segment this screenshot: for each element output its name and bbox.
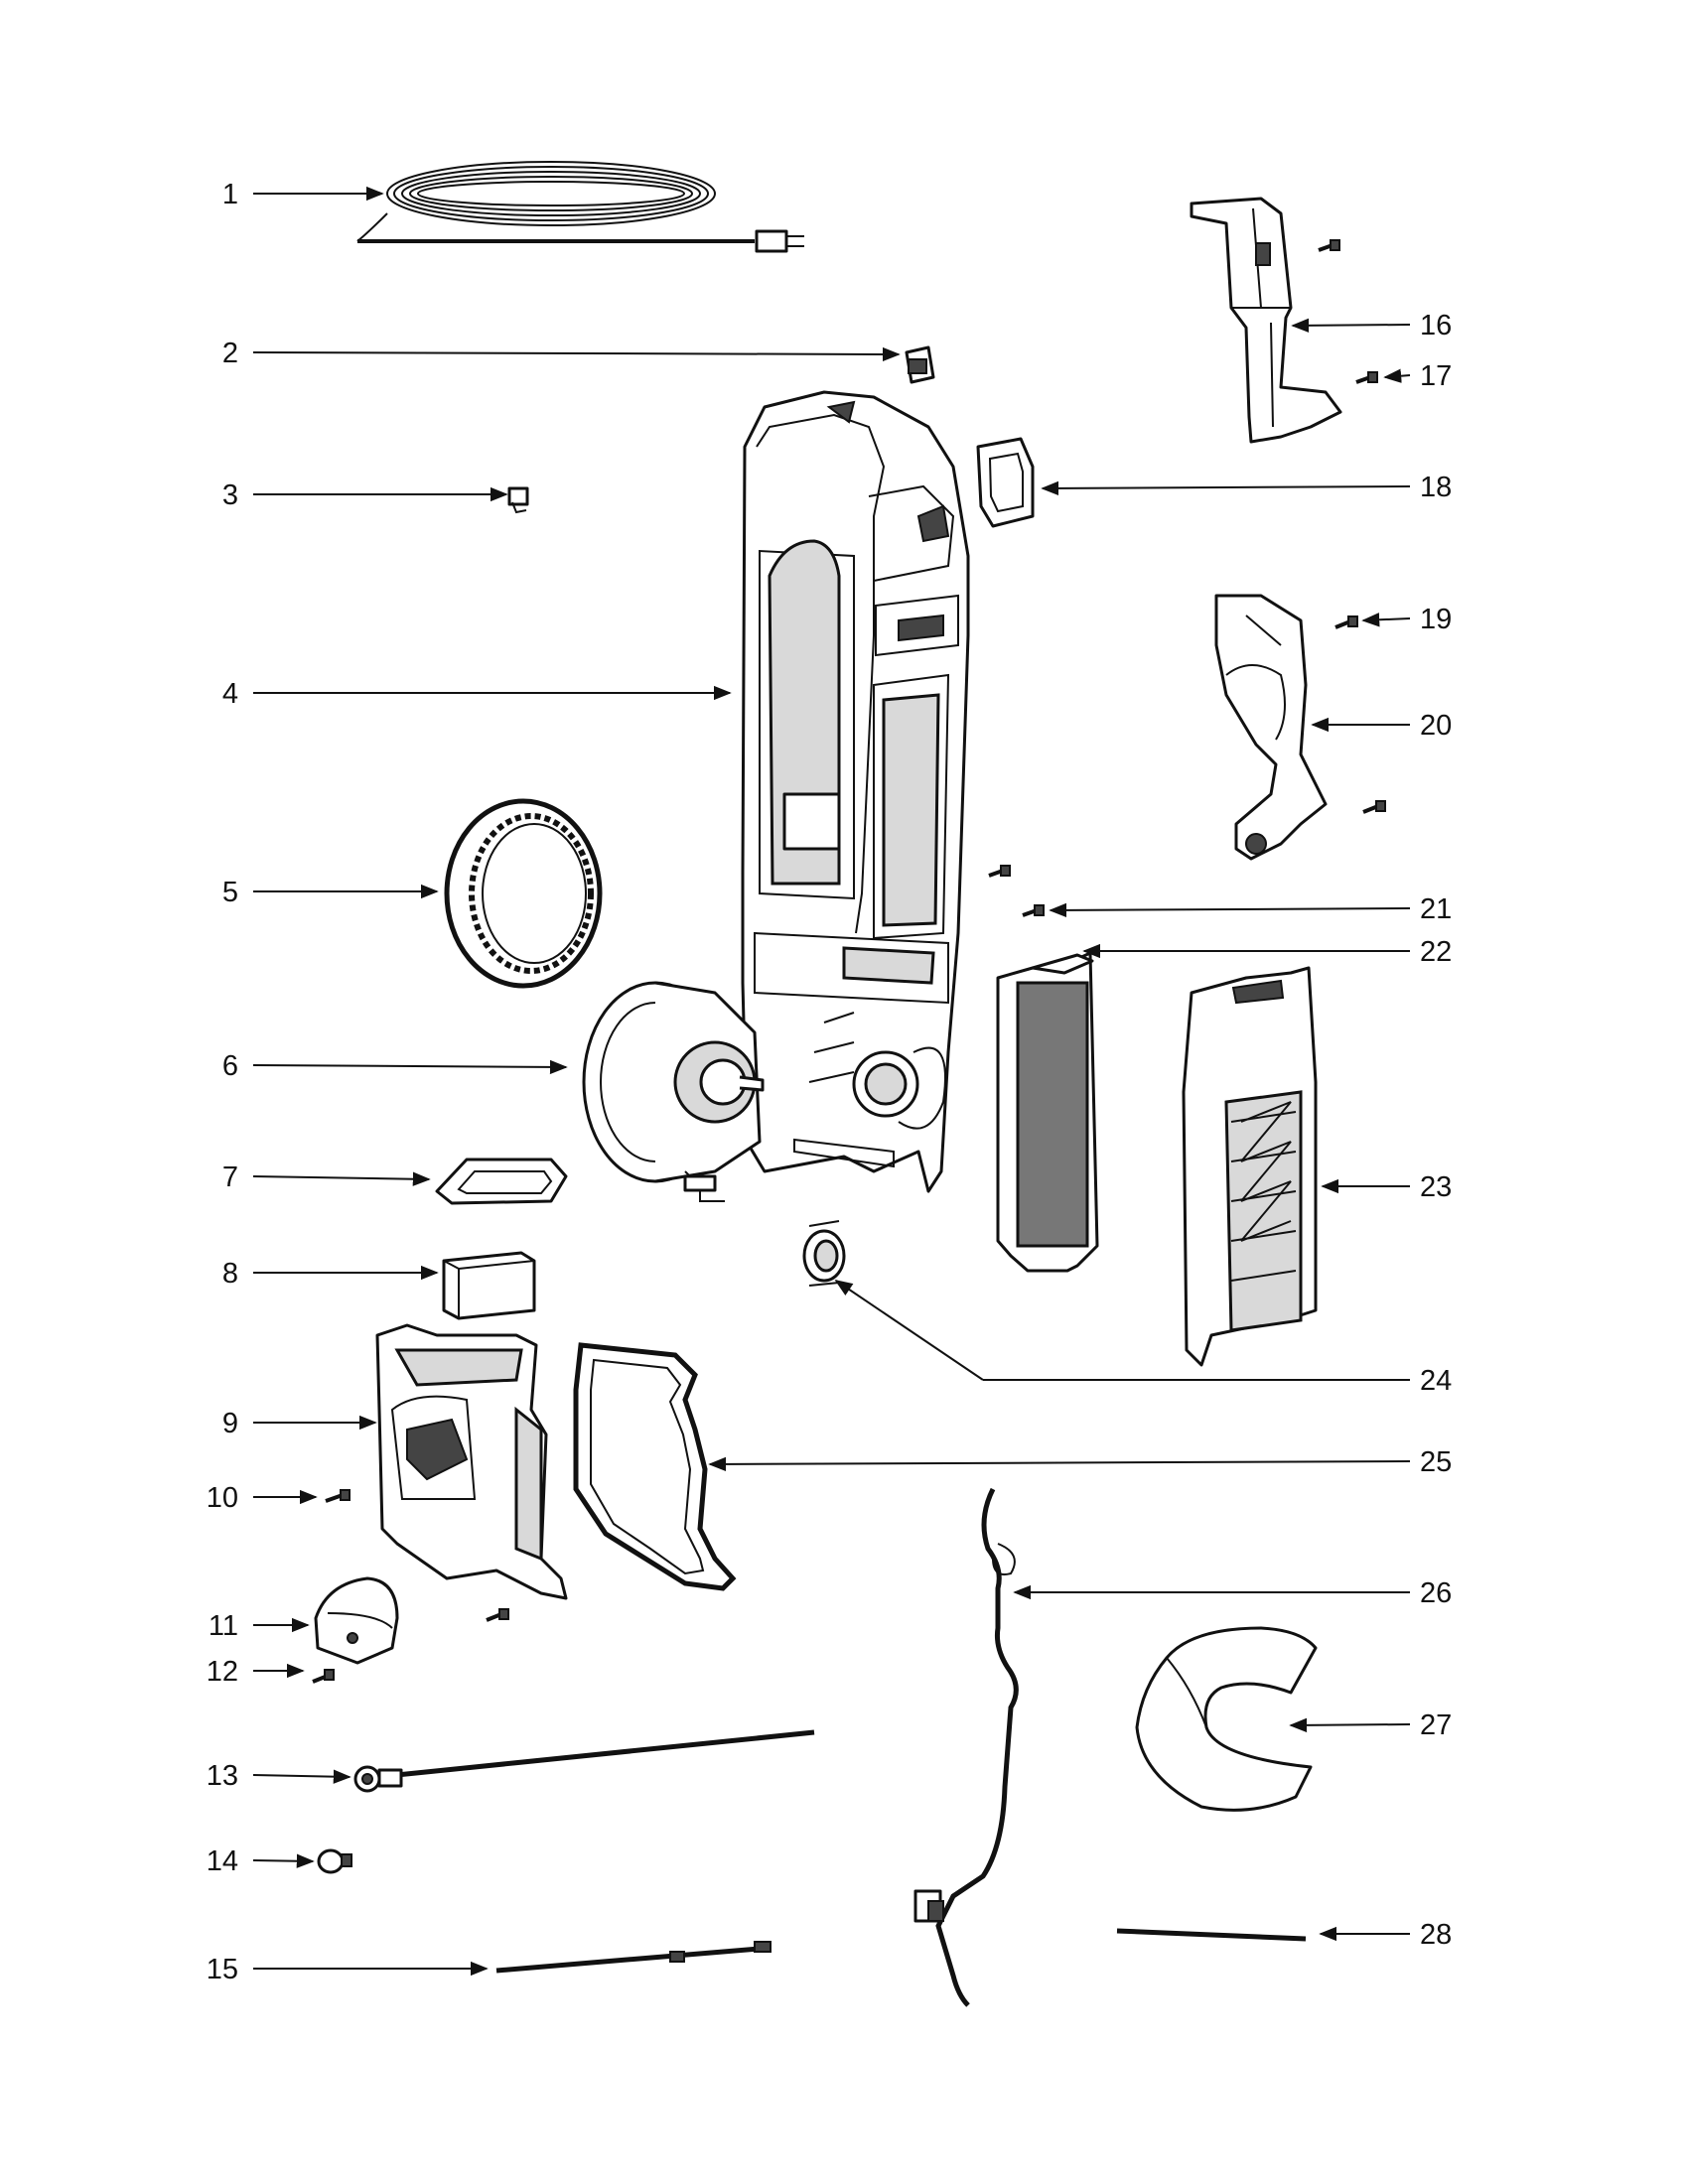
part-screw-17	[1355, 371, 1378, 384]
callout-10: 10	[207, 1482, 238, 1514]
callout-26: 26	[1420, 1577, 1452, 1609]
callout-19: 19	[1420, 604, 1452, 635]
callout-25: 25	[1420, 1446, 1452, 1478]
callout-28: 28	[1420, 1919, 1452, 1951]
part-gasket	[435, 1158, 568, 1205]
part-curved-band	[1135, 1626, 1318, 1812]
part-power-cord	[356, 161, 804, 253]
part-wire-harness	[913, 1487, 1019, 2007]
callout-21: 21	[1420, 893, 1452, 925]
callout-22: 22	[1420, 936, 1452, 968]
callout-14: 14	[207, 1845, 238, 1877]
part-thin-rod	[495, 1941, 772, 1974]
callout-2: 2	[222, 338, 238, 369]
part-screw-11b	[486, 1608, 509, 1622]
part-screw-16b	[1318, 239, 1340, 252]
part-filter-block	[442, 1251, 536, 1320]
callout-17: 17	[1420, 360, 1452, 392]
part-switch	[905, 345, 935, 384]
part-handle-bracket	[1190, 197, 1342, 444]
callout-16: 16	[1420, 310, 1452, 341]
part-fitting	[802, 1220, 846, 1287]
part-handle-grip	[1214, 594, 1328, 861]
part-hepa-filter	[996, 951, 1099, 1273]
callout-labels: 1 2 3 4 5 6 7 8 9 10 11 12 13 14 15 16 1…	[207, 179, 1453, 1985]
callout-11: 11	[209, 1610, 238, 1642]
part-screw-12	[312, 1669, 335, 1684]
callout-1: 1	[222, 179, 238, 210]
part-motor	[582, 981, 765, 1202]
callout-24: 24	[1420, 1365, 1452, 1397]
part-seal	[976, 437, 1035, 528]
part-screw-19	[1334, 615, 1358, 629]
part-filter-cover	[1182, 966, 1318, 1367]
callout-6: 6	[222, 1050, 238, 1082]
part-main-housing	[741, 390, 970, 1193]
callout-27: 27	[1420, 1709, 1452, 1741]
callout-4: 4	[222, 678, 238, 710]
part-ring	[444, 798, 603, 989]
callout-7: 7	[222, 1161, 238, 1193]
part-screw-20b	[1362, 800, 1386, 814]
callout-15: 15	[207, 1954, 238, 1985]
callout-8: 8	[222, 1258, 238, 1290]
part-screw-10	[325, 1489, 351, 1503]
part-rod	[353, 1729, 815, 1793]
callout-9: 9	[222, 1408, 238, 1439]
part-bushing	[507, 486, 529, 514]
part-screw-21	[988, 865, 1045, 917]
callout-5: 5	[222, 877, 238, 908]
part-large-gasket	[573, 1342, 737, 1591]
callout-23: 23	[1420, 1171, 1452, 1203]
part-cap	[314, 1576, 399, 1665]
part-knob	[317, 1848, 352, 1874]
callout-20: 20	[1420, 710, 1452, 742]
part-dirt-cup	[375, 1323, 568, 1600]
callout-18: 18	[1420, 472, 1452, 503]
leader-lines	[252, 186, 1411, 1977]
part-thin-tube	[1116, 1928, 1307, 1942]
callout-12: 12	[207, 1656, 238, 1688]
callout-3: 3	[222, 479, 238, 511]
callout-13: 13	[207, 1760, 238, 1792]
